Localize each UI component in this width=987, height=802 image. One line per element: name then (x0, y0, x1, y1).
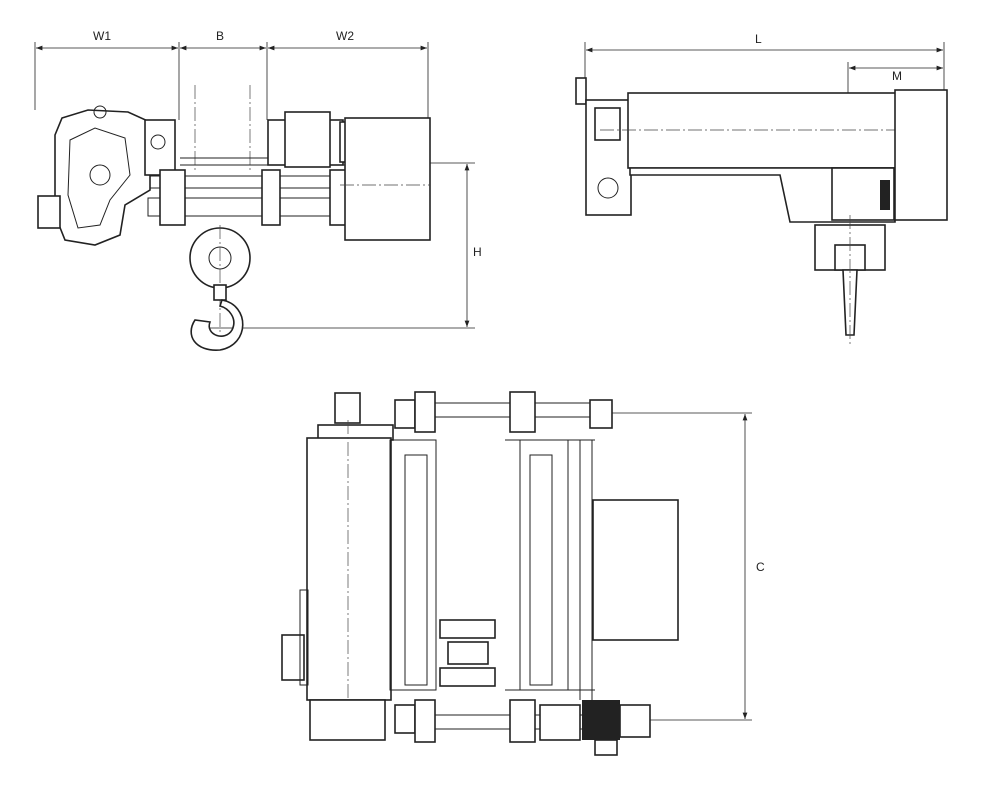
dimension-w1-b-w2: W1 B W2 (34, 29, 429, 120)
dimension-label-w1: W1 (93, 29, 111, 43)
motor-end (894, 89, 948, 221)
dimension-label-l: L (755, 32, 762, 46)
motor-unit (267, 111, 431, 241)
dimension-label-m: M (892, 69, 902, 83)
dimension-label-b: B (216, 29, 224, 43)
brake-handle (281, 634, 305, 681)
side-view: L M (575, 32, 948, 345)
hook-block (189, 225, 251, 351)
dimension-label-w2: W2 (336, 29, 354, 43)
travel-motor (539, 700, 651, 756)
motor-housing (592, 499, 679, 641)
gear-unit (309, 699, 386, 741)
hook-top (439, 619, 496, 687)
dimension-label-c: C (756, 560, 765, 574)
drum-housing (306, 437, 392, 701)
rope-drum (627, 92, 897, 169)
gearbox (37, 105, 176, 246)
front-view: W1 B W2 H (34, 29, 482, 351)
dimension-label-h: H (473, 245, 482, 259)
top-view: C (281, 391, 765, 756)
trolley-frame (389, 391, 613, 743)
side-hook (814, 215, 886, 345)
terminal-box (334, 392, 361, 424)
control-box-icon (575, 77, 587, 105)
